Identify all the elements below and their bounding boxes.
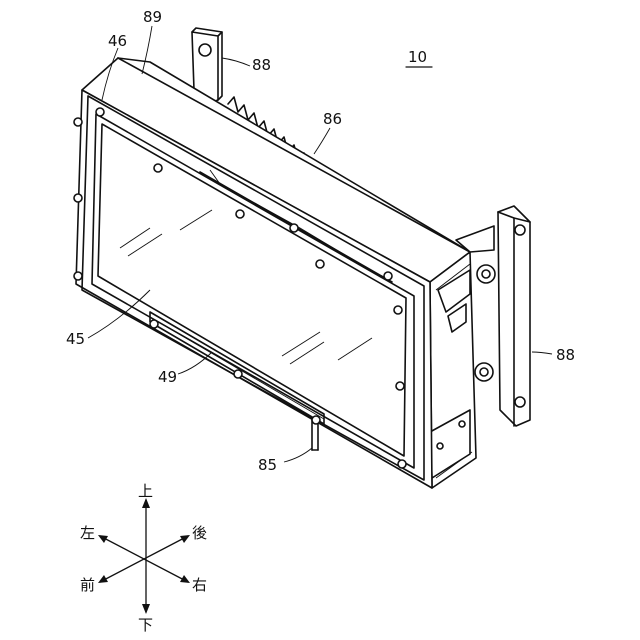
label-85: 85 [258,456,277,474]
direction-up: 上 [138,482,153,500]
device-illustration [74,28,530,488]
label-45: 45 [66,330,85,348]
direction-left: 左 [80,524,95,542]
label-89: 89 [143,8,162,26]
direction-right: 右 [192,576,207,594]
direction-back: 後 [192,524,207,542]
label-49: 49 [158,368,177,386]
direction-down: 下 [138,616,153,634]
label-86: 86 [323,110,342,128]
side-nuts [475,265,495,381]
direction-indicator: 上 下 左 後 前 右 [80,482,207,634]
label-88-top: 88 [252,56,271,74]
right-mounting-bracket [498,206,530,426]
figure-number: 10 [408,48,427,66]
label-46: 46 [108,32,127,50]
label-88-right: 88 [556,346,575,364]
direction-front: 前 [80,576,95,594]
